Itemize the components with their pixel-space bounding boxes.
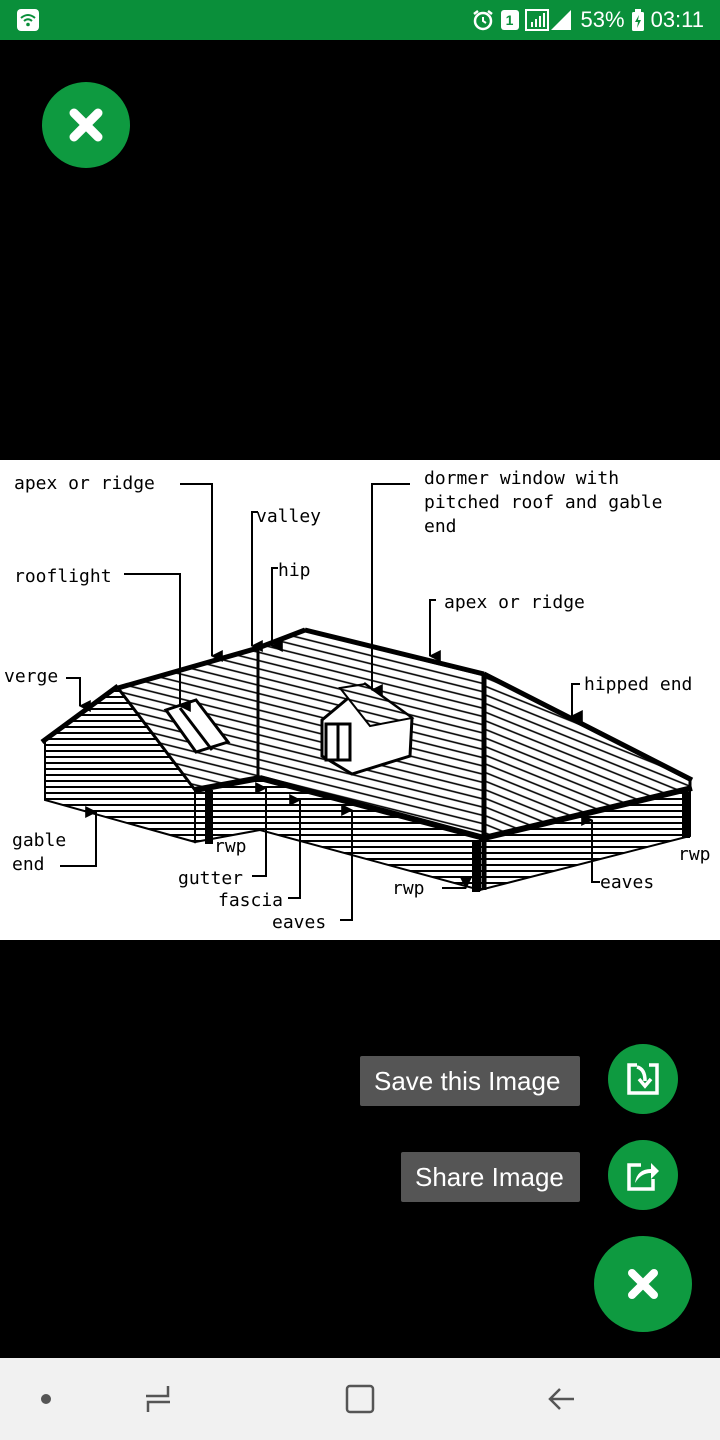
battery-icon	[631, 8, 645, 32]
alarm-icon	[471, 8, 495, 32]
label-eaves-bottom: eaves	[272, 912, 326, 933]
sim-badge-icon: 1	[500, 10, 519, 30]
save-image-button[interactable]	[608, 1044, 678, 1114]
label-rwp-right: rwp	[678, 844, 711, 865]
close-button[interactable]	[42, 82, 130, 168]
home-button[interactable]	[320, 1358, 400, 1440]
label-hip: hip	[278, 560, 311, 581]
label-fascia: fascia	[218, 890, 283, 911]
close-menu-button[interactable]	[594, 1236, 692, 1332]
nav-dot-button[interactable]	[6, 1358, 86, 1440]
label-gable-end-line2: end	[12, 854, 45, 875]
close-icon	[628, 1269, 658, 1299]
share-image-button[interactable]	[608, 1140, 678, 1210]
label-rooflight: rooflight	[14, 566, 112, 587]
status-bar: 1 53% 03:11	[0, 0, 720, 40]
close-icon	[69, 108, 103, 142]
share-icon	[627, 1163, 659, 1191]
label-hipped-end: hipped end	[584, 674, 692, 695]
signal-icon	[524, 8, 575, 32]
label-apex-ridge-left: apex or ridge	[14, 473, 155, 494]
save-image-label[interactable]: Save this Image	[360, 1056, 580, 1106]
label-dormer-line2: pitched roof and gable	[424, 492, 662, 513]
label-valley: valley	[256, 506, 321, 527]
recent-apps-button[interactable]	[118, 1358, 198, 1440]
label-dormer-line3: end	[424, 516, 457, 537]
label-apex-ridge-right: apex or ridge	[444, 592, 585, 613]
navigation-bar	[0, 1358, 720, 1440]
share-image-label[interactable]: Share Image	[401, 1152, 580, 1202]
status-time: 03:11	[650, 7, 704, 32]
back-button[interactable]	[522, 1358, 602, 1440]
label-verge: verge	[4, 666, 58, 687]
back-arrow-icon	[548, 1388, 574, 1410]
label-rwp-left: rwp	[214, 836, 247, 857]
dot-icon	[41, 1394, 51, 1404]
label-gutter: gutter	[178, 868, 243, 889]
recent-apps-icon	[146, 1386, 170, 1412]
label-gable-end-line1: gable	[12, 830, 66, 851]
label-dormer-line1: dormer window with	[424, 468, 619, 489]
label-eaves-right: eaves	[600, 872, 654, 893]
wifi-icon	[16, 8, 40, 32]
battery-percent: 53%	[580, 7, 625, 32]
home-icon	[345, 1384, 375, 1414]
label-rwp-middle: rwp	[392, 878, 425, 899]
roof-diagram-image: apex or ridge valley dormer window with …	[0, 460, 720, 940]
save-icon	[627, 1063, 659, 1095]
